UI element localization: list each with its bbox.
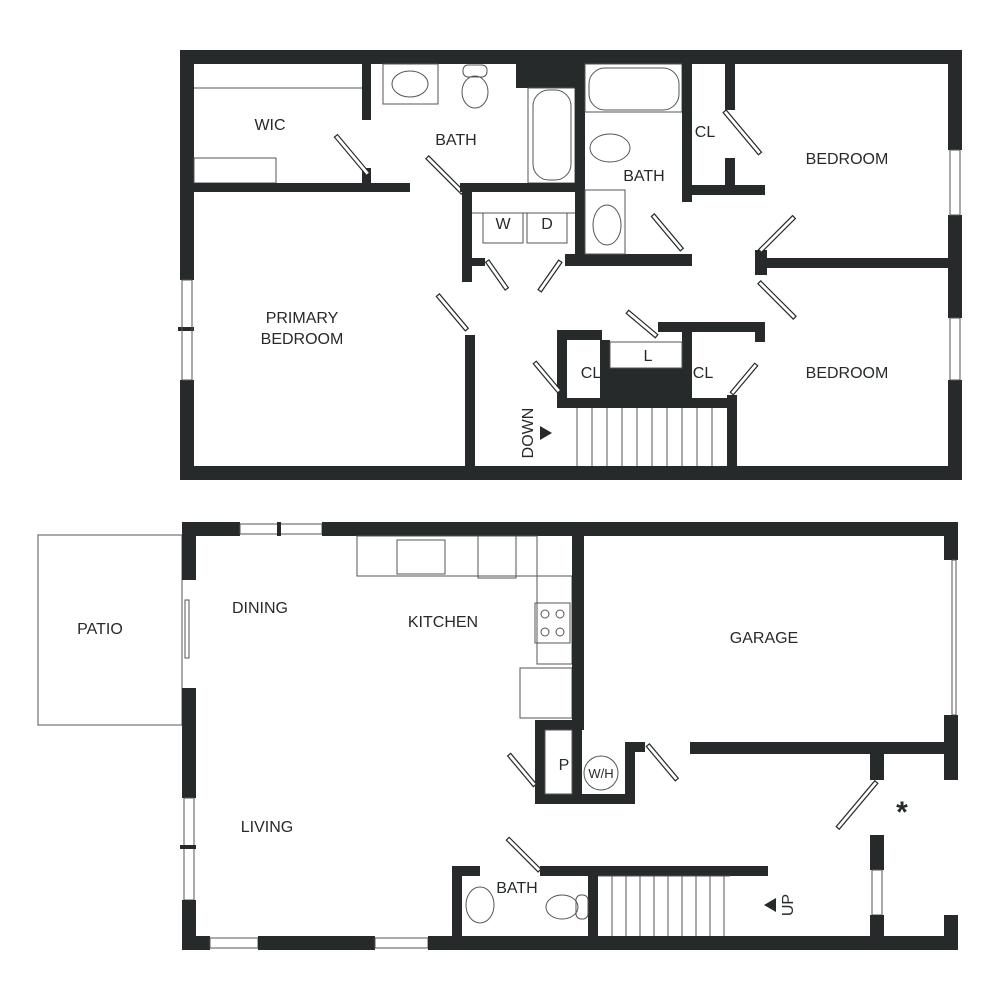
- door[interactable]: [333, 133, 371, 177]
- wall: [180, 466, 962, 480]
- toilet-icon: [589, 133, 631, 163]
- entry-door[interactable]: [835, 779, 879, 831]
- room-label: WIC: [254, 117, 285, 134]
- bathtub-icon: [532, 89, 572, 181]
- wall: [194, 183, 410, 192]
- window-mullion: [178, 327, 194, 331]
- arrow-left-icon: [764, 898, 776, 912]
- window: [871, 869, 883, 916]
- window: [209, 937, 259, 949]
- room-label: L: [644, 348, 653, 365]
- sink-icon: [391, 70, 429, 98]
- garage-door[interactable]: [951, 559, 957, 716]
- stairs: [576, 408, 713, 466]
- arrow-right-icon: [540, 426, 552, 440]
- room-label: CL: [693, 365, 714, 382]
- wall: [180, 50, 962, 64]
- sliding-door[interactable]: [184, 599, 190, 659]
- wall: [180, 50, 194, 280]
- room-label: BATH: [435, 132, 476, 149]
- room-label: CL: [695, 124, 716, 141]
- room-label: BEDROOM: [806, 151, 889, 168]
- stairs-label: DOWN: [520, 408, 537, 459]
- wall: [948, 50, 962, 150]
- room-label: PATIO: [77, 621, 123, 638]
- room-label: KITCHEN: [408, 614, 478, 631]
- washer: [482, 212, 524, 244]
- window: [181, 279, 193, 381]
- stairs-label: UP: [780, 894, 797, 916]
- upper-floor: WIC BATH BATH CL BEDROOM W D PRIMARY BED…: [178, 50, 962, 480]
- patio: [37, 534, 183, 726]
- room-label: D: [541, 216, 553, 233]
- room-label: BATH: [496, 880, 537, 897]
- asterisk-note: *: [896, 796, 908, 829]
- sink-icon: [465, 886, 495, 924]
- wall: [948, 215, 962, 318]
- room-label: GARAGE: [730, 630, 798, 647]
- toilet-icon: [461, 75, 489, 109]
- lower-floor: PATIO DINING KITCHEN GARAGE P W/H LIVING…: [37, 522, 958, 950]
- door[interactable]: [425, 155, 465, 195]
- sink-icon: [396, 539, 446, 575]
- refrigerator: [519, 667, 573, 719]
- room-label: BEDROOM: [261, 331, 344, 348]
- wall: [180, 380, 194, 480]
- room-label: BEDROOM: [806, 365, 889, 382]
- room-label: P: [559, 757, 570, 774]
- water-heater: [583, 755, 619, 791]
- room-label: W/H: [588, 766, 613, 781]
- sink-icon: [592, 204, 622, 246]
- window: [374, 937, 429, 949]
- wall: [948, 380, 962, 480]
- window: [949, 317, 961, 381]
- window: [949, 149, 961, 216]
- dryer: [526, 212, 568, 244]
- room-label: CL: [581, 365, 602, 382]
- dishwasher: [477, 535, 517, 579]
- bathtub-icon: [588, 67, 680, 111]
- room-label: W: [495, 216, 511, 233]
- room-label: PRIMARY: [266, 310, 339, 327]
- toilet-icon: [545, 894, 579, 920]
- room-label: BATH: [623, 168, 664, 185]
- room-label: DINING: [232, 600, 288, 617]
- stairs: [598, 875, 730, 936]
- stove-icon: [534, 602, 571, 644]
- room-label: LIVING: [241, 819, 293, 836]
